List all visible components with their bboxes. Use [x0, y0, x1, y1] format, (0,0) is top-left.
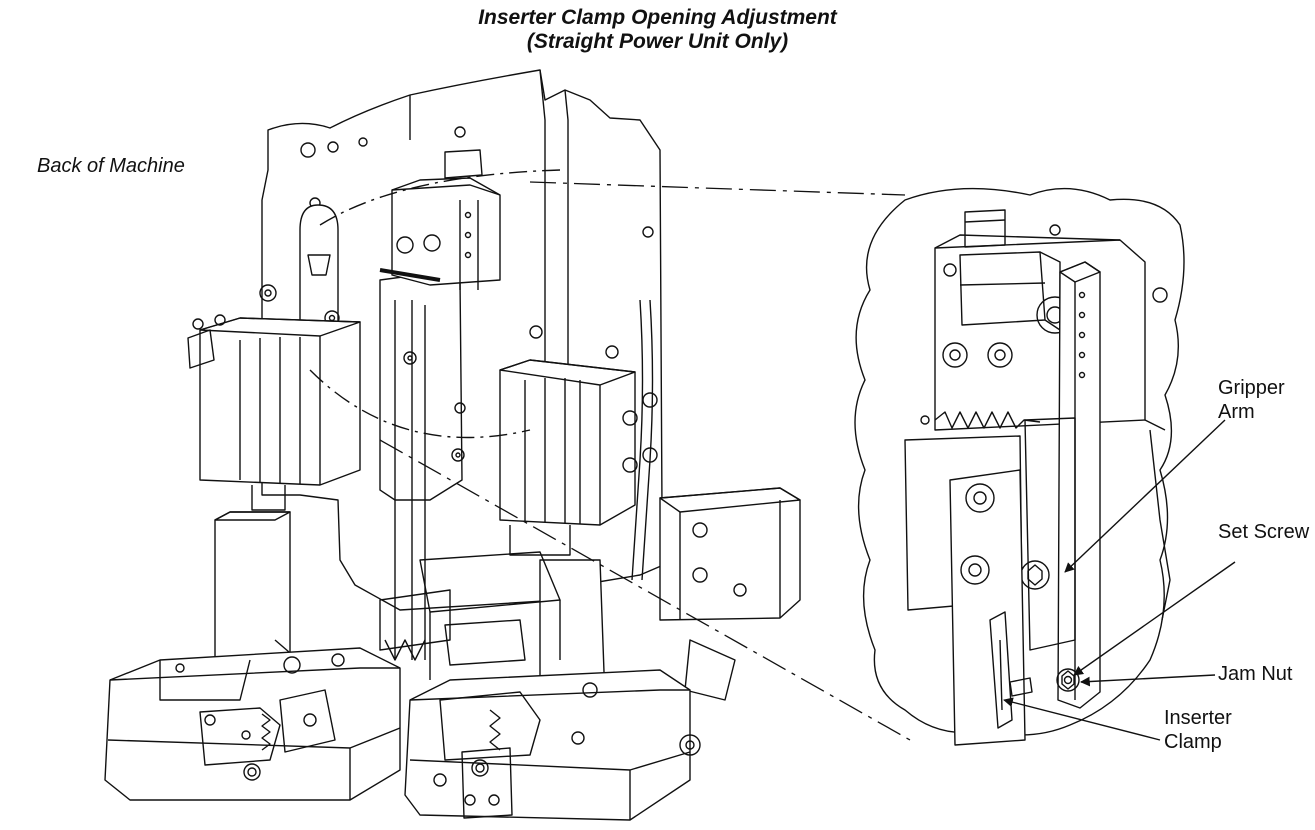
- center-slide-plate: [379, 271, 463, 501]
- projection-lines: [379, 181, 911, 741]
- leader-lines: [1003, 419, 1236, 741]
- left-spring-block: [199, 707, 281, 766]
- set-screw-leader: [1073, 561, 1236, 676]
- figure-title: Inserter Clamp Opening Adjustment: [478, 6, 837, 29]
- left-clevis-block: [214, 511, 291, 671]
- inserter-clamp-label-line-2: Clamp: [1164, 731, 1222, 753]
- right-spring-block: [439, 691, 541, 761]
- top-center-mechanism: [391, 184, 501, 286]
- detail-jam-nut: [1056, 668, 1080, 692]
- main-assembly: [104, 69, 801, 821]
- detail-callout: [854, 187, 1185, 746]
- detail-inserter-clamp-body: [949, 469, 1026, 746]
- detail-break-outline: [854, 187, 1185, 736]
- left-base-block: [104, 647, 401, 801]
- set-screw-label: Set Screw: [1218, 521, 1310, 543]
- inserter-clamp-leader: [1003, 697, 1161, 741]
- center-air-cylinder: [499, 359, 636, 526]
- detail-gripper-arm: [1057, 261, 1101, 709]
- inserter-clamp-label: Inserter Clamp: [1164, 706, 1274, 754]
- figure-subtitle: (Straight Power Unit Only): [526, 30, 789, 53]
- jam-nut-label: Jam Nut: [1218, 663, 1293, 685]
- right-base-block: [404, 669, 691, 821]
- gripper-arm-label: Gripper Arm: [1218, 376, 1308, 424]
- gripper-arm-leader: [1064, 419, 1226, 573]
- left-lever: [299, 204, 339, 341]
- inserter-clamp-label-line-1: Inserter: [1164, 707, 1232, 729]
- detail-spring: [934, 411, 1041, 429]
- gripper-arm-label-line-1: Gripper: [1218, 377, 1285, 399]
- jam-nut-leader: [1080, 674, 1216, 687]
- detail-set-screw: [1063, 675, 1073, 685]
- gripper-arm-label-line-2: Arm: [1218, 401, 1255, 423]
- back-of-machine-label: Back of Machine: [37, 155, 185, 177]
- side-air-cylinder: [659, 487, 801, 621]
